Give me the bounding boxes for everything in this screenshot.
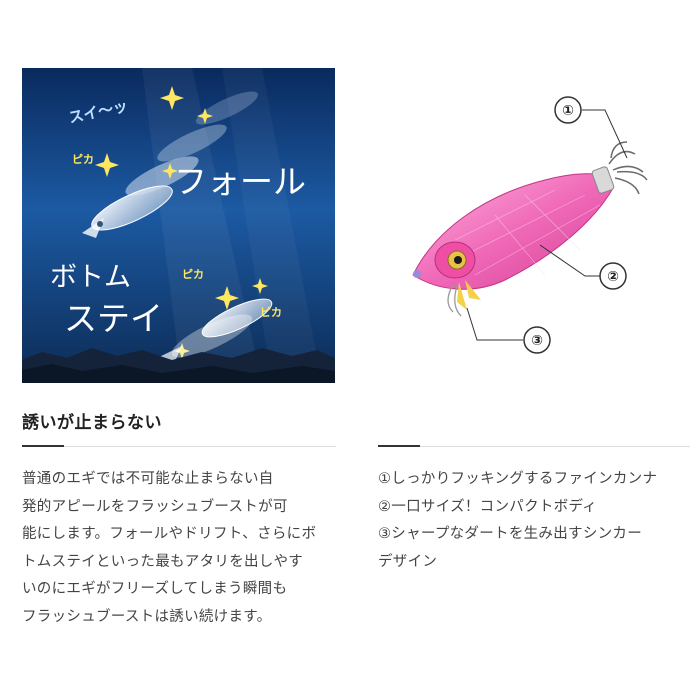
svg-text:①: ① xyxy=(562,103,574,119)
callout-3: ③ xyxy=(523,326,551,354)
bottom-label-line2: ステイ xyxy=(64,299,163,338)
right-divider xyxy=(378,445,690,447)
feature-item-1: ①しっかりフッキングするファインカンナ xyxy=(378,471,658,487)
fall-label: フォール xyxy=(174,162,306,201)
feature-list: ①しっかりフッキングするファインカンナ ②一口サイズ！コンパクトボディ ③シャー… xyxy=(378,466,688,576)
section-body: 普通のエギでは不可能な止まらない自 発的アピールをフラッシュブーストが可 能にし… xyxy=(22,471,317,625)
left-divider-accent xyxy=(22,445,64,447)
rear-hooks xyxy=(608,141,648,195)
falling-jig-ghost-3 xyxy=(125,156,199,196)
bottom-stay-jig xyxy=(157,298,273,368)
callout-2: ② xyxy=(599,262,627,290)
flash-label-3: ピカ xyxy=(260,306,282,319)
right-divider-accent xyxy=(378,445,420,447)
callout-1: ① xyxy=(554,96,582,124)
flash-label-1: ピカ xyxy=(72,153,94,166)
underwater-illustration: スイ～ッ ピカ フォール ピカ ピカ ボトム ステイ xyxy=(22,68,335,383)
flash-label-2: ピカ xyxy=(182,268,204,281)
bottom-label-line1: ボトム xyxy=(50,262,131,293)
product-image: ① ② ③ xyxy=(395,80,675,360)
falling-jig xyxy=(82,185,173,238)
feature-item-3: ③シャープなダートを生み出すシンカー デザイン xyxy=(378,526,643,570)
left-divider xyxy=(22,445,336,447)
falling-jig-ghost-2 xyxy=(157,124,227,162)
section-heading: 誘いが止まらない xyxy=(22,413,162,433)
svg-text:②: ② xyxy=(607,269,619,285)
sparkle-icon xyxy=(95,86,268,359)
feature-item-2: ②一口サイズ！コンパクトボディ xyxy=(378,498,598,515)
tail-sleeve xyxy=(591,166,615,194)
svg-text:③: ③ xyxy=(531,333,543,349)
